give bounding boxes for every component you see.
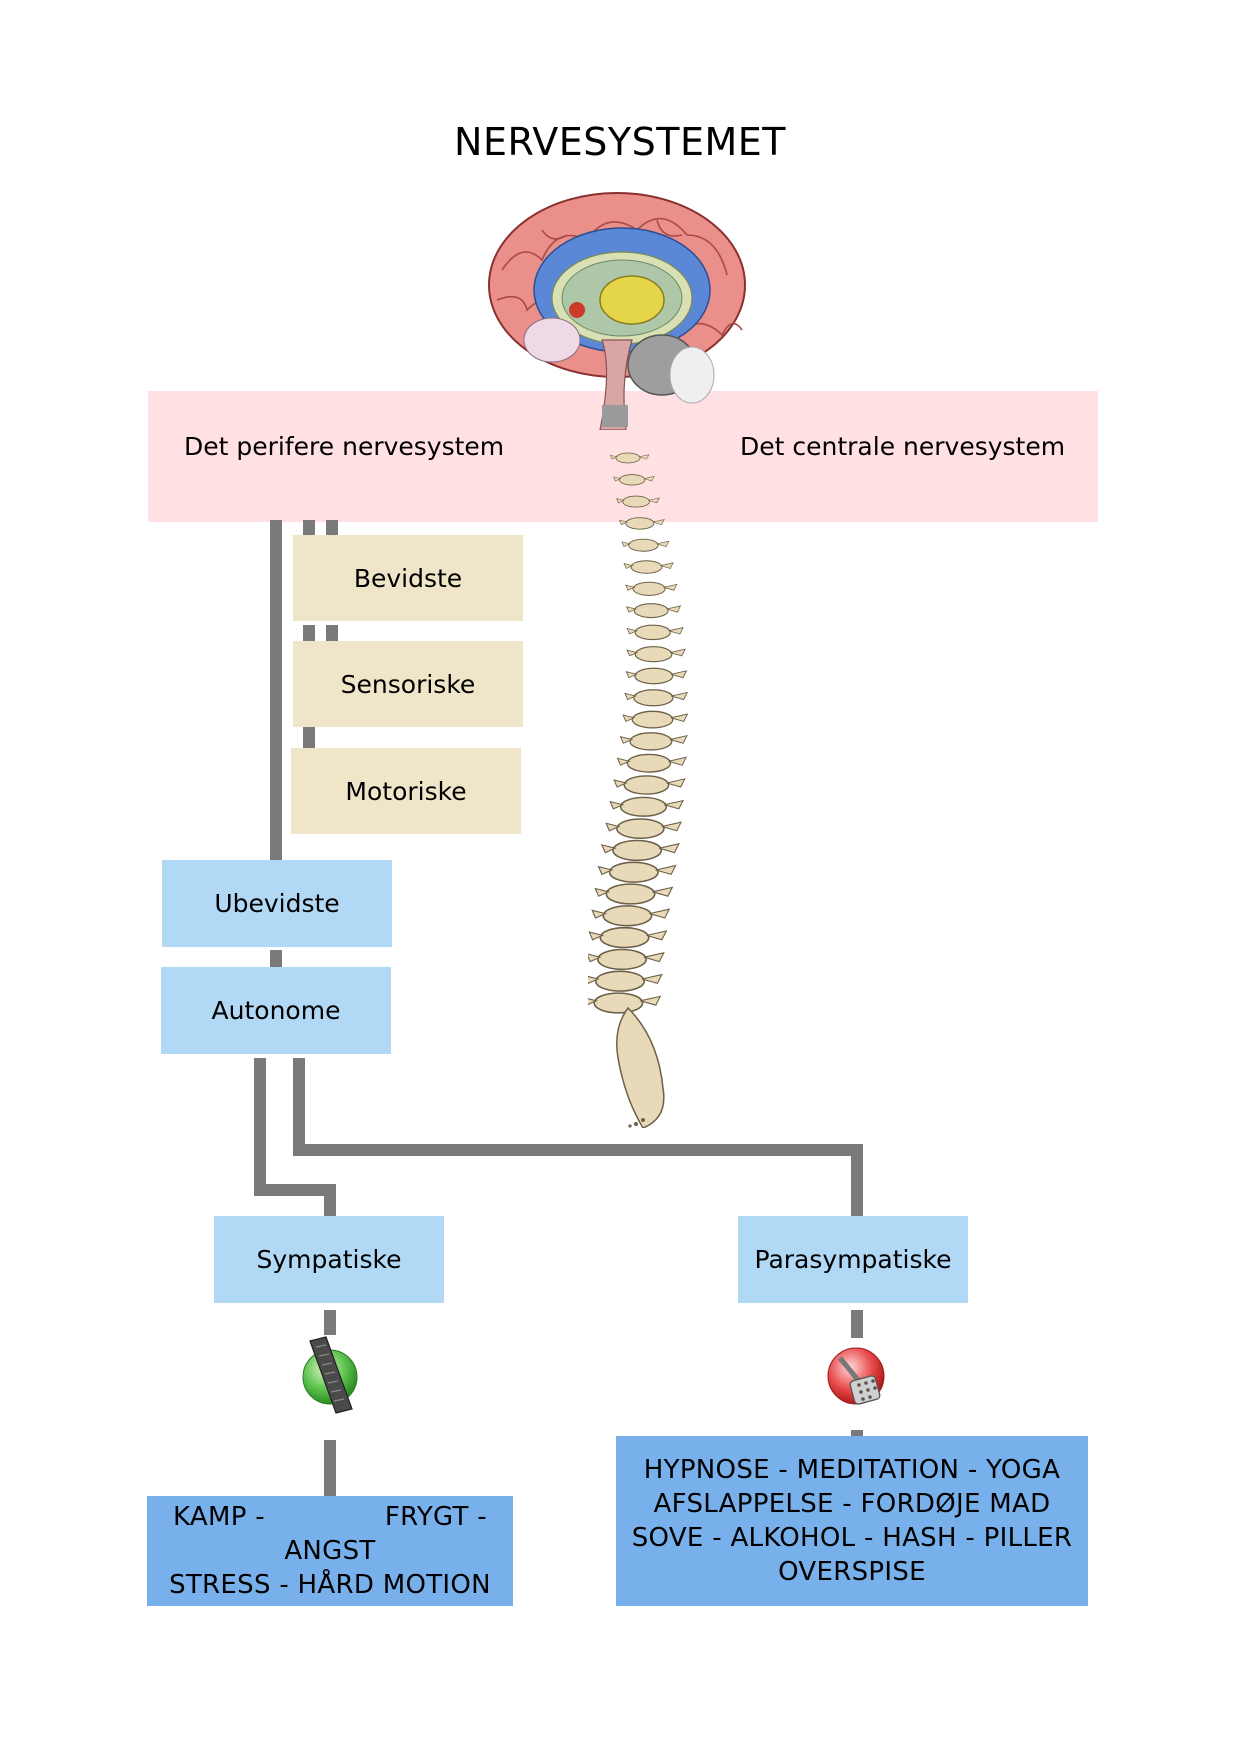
vertebra [594, 883, 674, 905]
box-parasympatiske: Parasympatiske [738, 1216, 968, 1303]
box-motoriske: Motoriske [291, 748, 521, 834]
vertebra [588, 926, 668, 949]
connector-autonome-to-sympatiske [254, 1058, 336, 1220]
vertebra [616, 495, 660, 508]
vertebra [622, 710, 689, 729]
sympathetic-effects-box: KAMP - FRYGT - ANGST STRESS - HÅRD MOTIO… [147, 1496, 513, 1606]
vertebra [597, 861, 677, 883]
box-parasympatiske-label: Parasympatiske [754, 1245, 952, 1274]
box-motoriske-label: Motoriske [345, 776, 467, 806]
sympathetic-effects-line-1: KAMP - FRYGT - [173, 1502, 487, 1532]
box-autonome: Autonome [161, 967, 391, 1054]
box-sensoriske: Sensoriske [293, 641, 523, 727]
box-sympatiske: Sympatiske [214, 1216, 444, 1303]
vertebra [625, 581, 678, 596]
parasympathetic-effects-line-4: OVERSPISE [778, 1557, 926, 1587]
vertebra [588, 970, 663, 992]
parasympathetic-effects-line-1: HYPNOSE - MEDITATION - YOGA [643, 1455, 1061, 1485]
vertebra [613, 775, 686, 795]
vertebra [624, 689, 688, 707]
brake-pedal-icon [827, 1347, 885, 1405]
peripheral-nervous-system-label: Det perifere nervesystem [184, 432, 505, 461]
vertebra [588, 948, 665, 971]
diagram-title: NERVESYSTEMET [454, 120, 786, 164]
vertebra [609, 796, 684, 817]
box-autonome-label: Autonome [211, 996, 341, 1025]
vertebra [601, 839, 680, 862]
box-ubevidste-label: Ubevidste [214, 889, 340, 918]
connector-autonome-to-parasympatiske [293, 1058, 863, 1220]
parasympathetic-effects-line-3: SOVE - ALKOHOL - HASH - PILLER [631, 1523, 1073, 1553]
accelerator-pedal-icon [302, 1336, 358, 1414]
sympathetic-effects-line-2: ANGST [284, 1536, 376, 1566]
vertebra [621, 538, 670, 552]
vertebra [619, 732, 688, 751]
vertebra [588, 992, 661, 1014]
brain-illustration [488, 192, 746, 430]
box-sympatiske-label: Sympatiske [256, 1245, 402, 1274]
box-sensoriske-label: Sensoriske [340, 669, 476, 699]
vertebra [605, 818, 682, 839]
vertebra [591, 905, 670, 927]
vertebra [613, 474, 655, 486]
parasympathetic-effects-line-2: AFSLAPPELSE - FORDØJE MAD [653, 1489, 1051, 1519]
vertebra [616, 753, 687, 773]
box-bevidste: Bevidste [293, 535, 523, 621]
parasympathetic-effects-box: HYPNOSE - MEDITATION - YOGA AFSLAPPELSE … [616, 1436, 1088, 1606]
spine-illustration [588, 452, 689, 1128]
vertebra [610, 452, 650, 464]
vertebra [626, 646, 686, 663]
box-ubevidste: Ubevidste [162, 860, 392, 947]
vertebra [618, 517, 665, 530]
box-bevidste-label: Bevidste [353, 563, 463, 593]
vertebra [626, 624, 684, 641]
sympathetic-effects-line-3: STRESS - HÅRD MOTION [169, 1570, 491, 1600]
vertebra [623, 560, 674, 574]
central-nervous-system-label: Det centrale nervesystem [740, 432, 1066, 461]
vertebra [625, 667, 688, 685]
vertebra [626, 603, 681, 619]
